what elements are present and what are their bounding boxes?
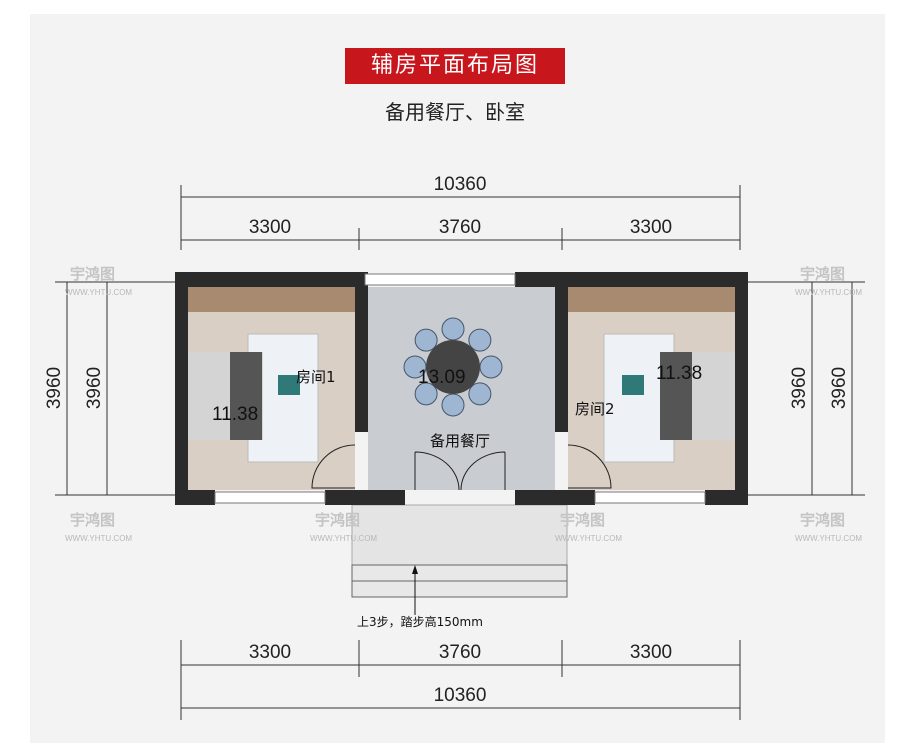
plan-subtitle: 备用餐厅、卧室 [385,100,525,124]
watermark-url: WWW.YHTU.COM [65,288,132,297]
dim-height-right-inner: 3960 [789,367,810,409]
dim-middle-bottom: 3760 [439,642,481,663]
walls [175,272,748,505]
room2-label: 房间2 [575,400,615,418]
room2-wardrobe [568,287,735,312]
watermark: 宇鸿图 [315,511,360,529]
dining-chair [414,382,438,406]
watermark: 宇鸿图 [70,511,115,529]
dim-height-right-outer: 3960 [829,367,850,409]
watermark: 宇鸿图 [70,265,115,283]
dining-chair [441,317,465,341]
doors [311,444,612,491]
room2-area: 11.38 [656,363,702,384]
dim-total-bottom: 10360 [434,685,487,706]
watermark-url: WWW.YHTU.COM [555,534,622,543]
room1-bed [188,333,319,463]
watermark: 宇鸿图 [800,511,845,529]
watermark-url: WWW.YHTU.COM [795,288,862,297]
steps-note: 上3步，踏步高150mm [357,614,483,629]
room1-area: 11.38 [212,404,258,425]
table-top [426,340,480,394]
dim-left-top: 3300 [249,217,291,238]
dim-middle-top: 3760 [439,217,481,238]
dim-left-bottom: 3300 [249,642,291,663]
watermark-url: WWW.YHTU.COM [795,534,862,543]
dim-height-left-inner: 3960 [84,367,105,409]
dining-chair [441,393,465,417]
watermark: 宇鸿图 [560,511,605,529]
windows [214,273,706,504]
dining-chair [468,328,492,352]
dining-label: 备用餐厅 [430,432,490,450]
top-dimensions [180,185,741,250]
room2-bed [603,333,735,463]
dining-table [403,317,503,417]
plan-title: 辅房平面布局图 [345,48,565,84]
watermarks: 宇鸿图 WWW.YHTU.COM 宇鸿图 WWW.YHTU.COM 宇鸿图 WW… [65,265,862,543]
dining-area: 13.09 [418,367,466,388]
room1-label: 房间1 [296,368,336,386]
dim-right-top: 3300 [630,217,672,238]
dining-chair [414,328,438,352]
bottom-dimensions [180,640,741,720]
side-dimensions [55,281,865,496]
dim-height-left-outer: 3960 [44,367,65,409]
watermark: 宇鸿图 [800,265,845,283]
dim-total-top: 10360 [434,174,487,195]
dining-chair [468,382,492,406]
room1-wardrobe [188,287,355,312]
watermark-url: WWW.YHTU.COM [310,534,377,543]
watermark-url: WWW.YHTU.COM [65,534,132,543]
dim-right-bottom: 3300 [630,642,672,663]
porch-steps [351,504,568,615]
dining-chair [479,355,503,379]
